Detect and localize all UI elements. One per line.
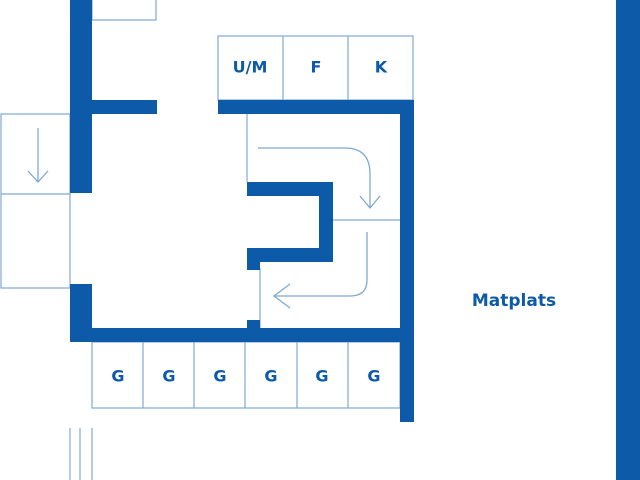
locker-label-2: G <box>162 367 175 386</box>
locker-row: G G G G G G <box>91 341 401 409</box>
locker-label-4: G <box>264 367 277 386</box>
storage-label-um: U/M <box>233 58 268 77</box>
room-label-dining: Matplats <box>472 291 556 311</box>
curved-arrow-icon <box>258 147 381 210</box>
down-arrow-icon <box>27 128 49 183</box>
locker-label-1: G <box>111 367 124 386</box>
top-storage: U/M F K <box>217 35 414 101</box>
storage-label-f: F <box>311 58 322 77</box>
locker-label-5: G <box>315 367 328 386</box>
locker-label-6: G <box>367 367 380 386</box>
curved-arrow-icon <box>272 232 368 309</box>
walls <box>70 0 640 480</box>
storage-label-k: K <box>375 58 388 77</box>
thin-outlines <box>0 0 400 480</box>
locker-label-3: G <box>213 367 226 386</box>
